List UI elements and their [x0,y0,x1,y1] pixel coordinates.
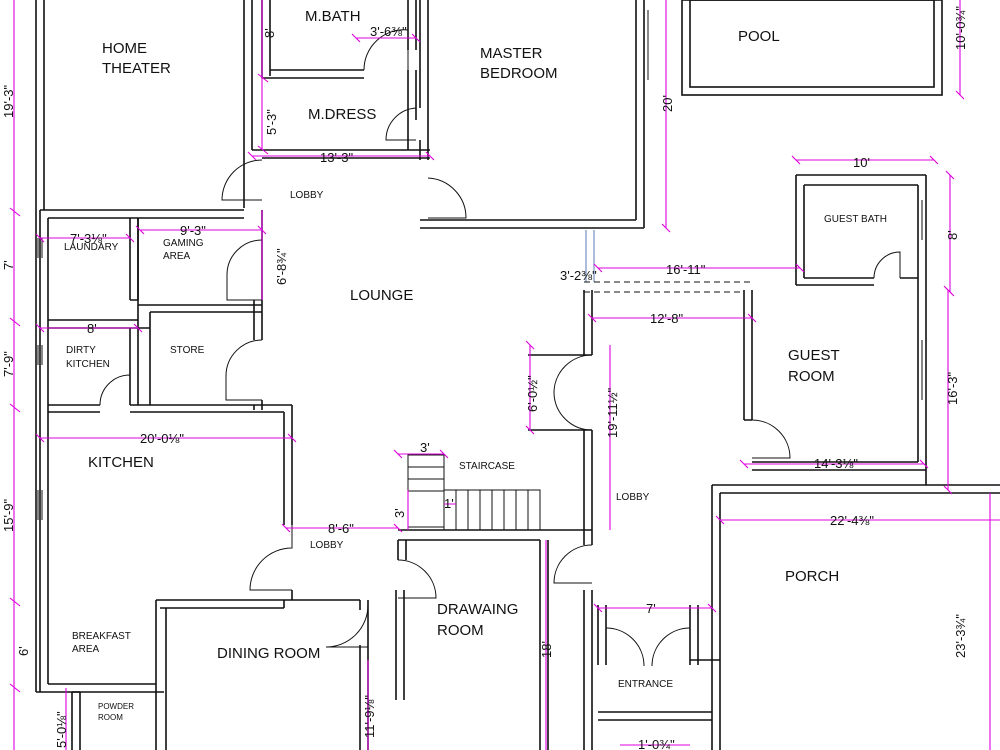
dim-entrance-bottom: 1'-0¾" [638,737,675,750]
staircase-steps [407,454,541,530]
label-m-dress: M.DRESS [308,106,376,123]
label-m-bath: M.BATH [305,8,361,25]
label-gaming-area-1: GAMING [163,238,204,249]
label-home-theater-1: HOME [102,40,147,57]
dim-powder-h: 5'-0⅛" [54,711,69,748]
dimension-labels: 19'-3" 7' 7'-9" 15'-9" 6' 5'-0⅛" 8' 5'-3… [1,6,968,750]
dim-guest-room-w: 12'-8" [650,311,684,326]
dim-gaming-h: 6'-8¾" [274,248,289,285]
dim-dirty-h: 7'-9" [1,351,16,377]
dim-guest-room-h: 16'-3" [945,371,960,405]
dim-lobby-h: 19'-11½" [605,387,620,438]
dim-laundry-w: 7'-3⅛" [70,231,107,246]
label-powder-room-1: POWDER [98,702,134,711]
dim-stair-h: 3' [392,508,407,518]
dim-stair-tread: 1' [444,496,454,511]
dim-entrance-w: 7' [646,601,656,616]
label-breakfast-area-1: BREAKFAST [72,631,131,642]
dim-ht-height: 19'-3" [1,84,16,118]
windows [37,10,927,520]
label-powder-room-2: ROOM [98,713,123,722]
label-gaming-area-2: AREA [163,251,191,262]
label-store: STORE [170,345,205,356]
dim-lobby-mid-w: 8'-6" [328,521,354,536]
label-porch: PORCH [785,568,839,585]
label-lounge: LOUNGE [350,287,413,304]
label-drawing-room-2: ROOM [437,622,484,639]
label-kitchen: KITCHEN [88,454,154,471]
dimension-lines [9,0,1000,750]
label-guest-room-2: ROOM [788,368,835,385]
dim-mbath-h: 8' [262,28,277,38]
dim-dirty-w: 8' [87,321,97,336]
label-master-bedroom-1: MASTER [480,45,543,62]
dim-laundry-h: 7' [1,260,16,270]
label-dirty-kitchen-1: DIRTY [66,345,96,356]
dim-guest-corr-w: 16'-11" [666,262,706,277]
dim-porch-h: 23'-3¾" [953,614,968,658]
label-lobby-top: LOBBY [290,190,324,201]
dim-pool-h: 10'-0¾" [953,6,968,50]
dim-breakfast-h: 6' [16,646,31,656]
label-entrance: ENTRANCE [618,679,673,690]
dim-guest-bottom-w: 14'-3⅛" [814,456,858,471]
dim-guest-bath-w: 10' [853,155,870,170]
walls [35,0,1000,750]
label-laundary: LAUNDARY [64,242,119,253]
dim-mbath-door: 3'-6⅜" [370,24,407,39]
dim-porch-w: 22'-4⅜" [830,513,874,528]
dim-guest-bath-h: 8' [945,230,960,240]
dim-lobby-w: 13'-3" [320,150,354,165]
label-home-theater-2: THEATER [102,60,171,77]
label-guest-bath: GUEST BATH [824,214,887,225]
label-guest-room-1: GUEST [788,347,840,364]
doors [99,29,901,667]
dim-master-h: 20' [660,95,675,112]
room-labels: HOME THEATER M.BATH M.DRESS MASTER BEDRO… [64,8,887,722]
label-lobby-right: LOBBY [616,492,650,503]
dim-mdress-h: 5'-3" [264,109,279,135]
dim-stair-w: 3' [420,440,430,455]
label-pool: POOL [738,28,780,45]
label-master-bedroom-2: BEDROOM [480,65,558,82]
dim-lobby-door-h: 6'-0½" [525,375,540,412]
dim-dining-h: 11'-9⅛" [362,695,377,738]
dim-kitchen-w: 20'-0⅛" [140,431,184,446]
label-breakfast-area-2: AREA [72,644,100,655]
dim-gaming-w: 9'-3" [180,223,206,238]
dim-kitchen-h: 15'-9" [1,498,16,532]
dim-drawing-h: 18' [539,641,554,658]
label-staircase: STAIRCASE [459,461,515,472]
dim-corridor-w: 3'-2⅜" [560,268,597,283]
label-lobby-mid: LOBBY [310,540,344,551]
label-drawing-room-1: DRAWAING [437,601,518,618]
label-dirty-kitchen-2: KITCHEN [66,359,110,370]
label-dining-room: DINING ROOM [217,645,320,662]
